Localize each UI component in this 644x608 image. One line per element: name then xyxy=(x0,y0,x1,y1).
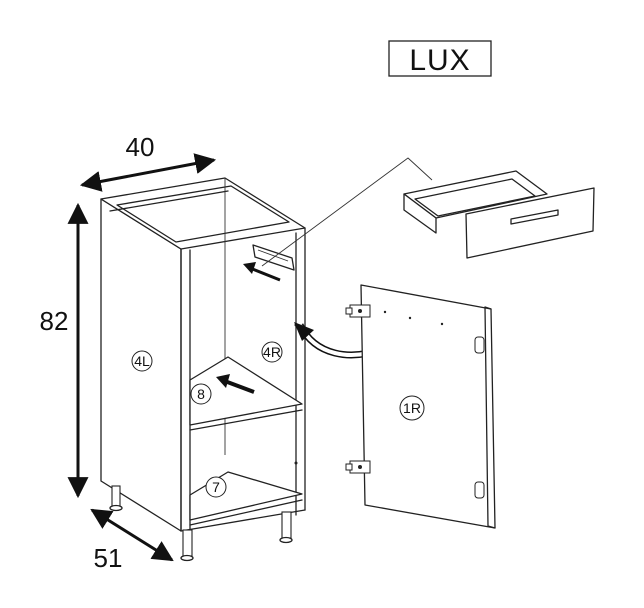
part-badge-left-side: 4L xyxy=(131,350,153,372)
width-dimension: 40 xyxy=(79,132,217,192)
cabinet-legs xyxy=(109,485,293,562)
height-dimension: 82 xyxy=(40,202,89,499)
part-badge-right-side: 4R xyxy=(261,341,283,363)
svg-text:7: 7 xyxy=(212,479,220,495)
height-value: 82 xyxy=(40,306,69,336)
product-line-label: LUX xyxy=(388,40,492,77)
product-line-text: LUX xyxy=(409,44,470,77)
part-badge-bottom: 7 xyxy=(205,476,227,498)
depth-value: 51 xyxy=(94,543,123,573)
drawer-handle xyxy=(510,209,559,225)
depth-arrow xyxy=(90,508,174,562)
part-badge-door: 1R xyxy=(399,395,425,421)
drawer-side xyxy=(403,193,437,234)
part-badge-shelf: 8 xyxy=(190,383,212,405)
svg-text:8: 8 xyxy=(197,386,205,402)
svg-text:4R: 4R xyxy=(263,344,281,360)
drawer-callout-leader xyxy=(243,157,433,282)
hinge-bottom xyxy=(345,460,371,474)
cabinet-carcass xyxy=(100,177,306,562)
hinge-top xyxy=(345,304,371,318)
width-arrow xyxy=(79,153,217,192)
svg-text:4L: 4L xyxy=(134,353,150,369)
svg-text:1R: 1R xyxy=(403,400,421,416)
door-panel xyxy=(345,284,496,529)
depth-dimension: 51 xyxy=(90,508,174,573)
shelf-insert-arrow xyxy=(216,374,255,394)
top-opening xyxy=(116,185,290,243)
drawer-detail xyxy=(403,170,595,259)
drawer-front xyxy=(465,187,595,259)
width-value: 40 xyxy=(126,132,155,162)
